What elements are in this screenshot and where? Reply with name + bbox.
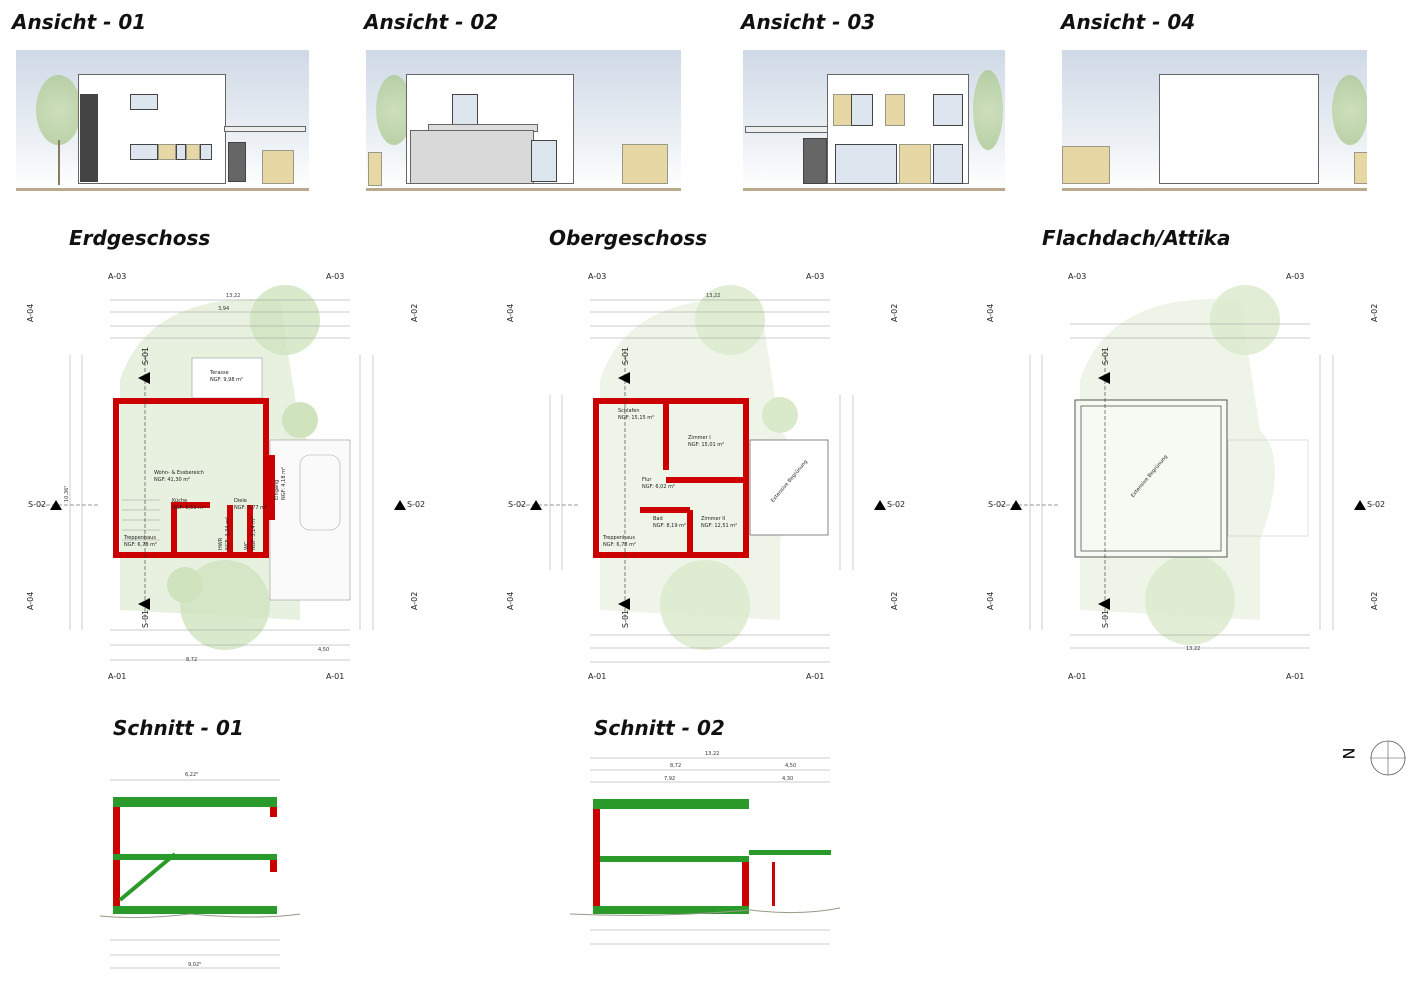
dim-carport: 4,50 xyxy=(785,763,797,769)
dim-carport-inner: 4,30 xyxy=(782,776,794,782)
dim-total: 13,22 xyxy=(1186,646,1201,652)
marker-s01-top: S-01 xyxy=(141,346,150,365)
marker-a02-bottom: A-02 xyxy=(410,591,419,610)
marker-a04-bottom: A-04 xyxy=(26,591,35,610)
marker-a01-left: A-01 xyxy=(1068,672,1087,681)
marker-a01-left: A-01 xyxy=(588,672,607,681)
marker-a02-bottom: A-02 xyxy=(1370,591,1379,610)
dim-total: 13,22 xyxy=(226,293,241,299)
dim-height-total: 10,36⁵ xyxy=(64,485,70,502)
marker-a02-top: A-02 xyxy=(410,303,419,322)
floor-plan-flachdach: A-03 A-03 A-01 A-01 A-04 A-04 A-02 A-02 … xyxy=(960,260,1416,690)
dim-total: 13,22 xyxy=(706,293,721,299)
plan-title-flachdach: Flachdach/Attika xyxy=(1042,226,1231,250)
elevation-title-04: Ansicht - 04 xyxy=(1061,10,1196,34)
marker-a04-top: A-04 xyxy=(986,303,995,322)
marker-s01-bottom: S-01 xyxy=(141,609,150,628)
marker-a03-left: A-03 xyxy=(1068,272,1087,281)
marker-s01-top: S-01 xyxy=(621,346,630,365)
elevation-04-drawing xyxy=(1062,50,1367,191)
marker-a02-top: A-02 xyxy=(1370,303,1379,322)
elevation-title-01: Ansicht - 01 xyxy=(12,10,147,34)
section-title-01: Schnitt - 01 xyxy=(113,716,244,740)
marker-s02-right: S-02 xyxy=(407,500,426,509)
marker-a03-right: A-03 xyxy=(326,272,345,281)
marker-a01-left: A-01 xyxy=(108,672,127,681)
dim-segment-3-94: 3,94 xyxy=(218,306,230,312)
dim-inner: 7,92 xyxy=(664,776,676,782)
marker-a03-right: A-03 xyxy=(806,272,825,281)
elevation-03-drawing xyxy=(743,50,1005,191)
floor-plan-erdgeschoss: A-03 A-03 A-01 A-01 A-04 A-04 A-02 A-02 … xyxy=(0,260,460,690)
marker-s02-right: S-02 xyxy=(1367,500,1386,509)
plan-title-erdgeschoss: Erdgeschoss xyxy=(69,226,211,250)
dim-house: 8,72 xyxy=(670,763,682,769)
section-title-02: Schnitt - 02 xyxy=(594,716,725,740)
dim-total: 13,22 xyxy=(705,751,720,757)
dim-carport: 4,50 xyxy=(318,647,330,653)
marker-a01-right: A-01 xyxy=(806,672,825,681)
dim-house: 8,72 xyxy=(186,657,198,663)
marker-s02-right: S-02 xyxy=(887,500,906,509)
marker-a01-right: A-01 xyxy=(1286,672,1305,681)
marker-s02-left: S-02 xyxy=(988,500,1007,509)
marker-a04-bottom: A-04 xyxy=(986,591,995,610)
floor-plan-obergeschoss: A-03 A-03 A-01 A-01 A-04 A-04 A-02 A-02 … xyxy=(480,260,940,690)
north-label: N xyxy=(1339,747,1359,760)
marker-s02-left: S-02 xyxy=(28,500,47,509)
marker-a03-left: A-03 xyxy=(108,272,127,281)
dim-width: 6,22⁵ xyxy=(185,772,199,778)
elevation-title-03: Ansicht - 03 xyxy=(741,10,876,34)
marker-s01-bottom: S-01 xyxy=(621,609,630,628)
section-02-drawing: 13,22 8,72 4,50 7,92 4,30 xyxy=(560,748,860,978)
marker-a04-top: A-04 xyxy=(506,303,515,322)
marker-a01-right: A-01 xyxy=(326,672,345,681)
dim-total: 9,02⁵ xyxy=(188,962,202,968)
marker-a04-bottom: A-04 xyxy=(506,591,515,610)
elevation-01-drawing xyxy=(16,50,309,191)
elevation-02-drawing xyxy=(366,50,681,191)
marker-s02-left: S-02 xyxy=(508,500,527,509)
elevation-title-02: Ansicht - 02 xyxy=(364,10,499,34)
marker-s01-top: S-01 xyxy=(1101,346,1110,365)
plan-title-obergeschoss: Obergeschoss xyxy=(549,226,708,250)
section-01-drawing: 6,22⁵ 9,02⁵ xyxy=(80,770,350,975)
north-arrow: N xyxy=(1339,738,1410,778)
marker-a03-left: A-03 xyxy=(588,272,607,281)
marker-a04-top: A-04 xyxy=(26,303,35,322)
marker-a03-right: A-03 xyxy=(1286,272,1305,281)
marker-s01-bottom: S-01 xyxy=(1101,609,1110,628)
marker-a02-top: A-02 xyxy=(890,303,899,322)
marker-a02-bottom: A-02 xyxy=(890,591,899,610)
